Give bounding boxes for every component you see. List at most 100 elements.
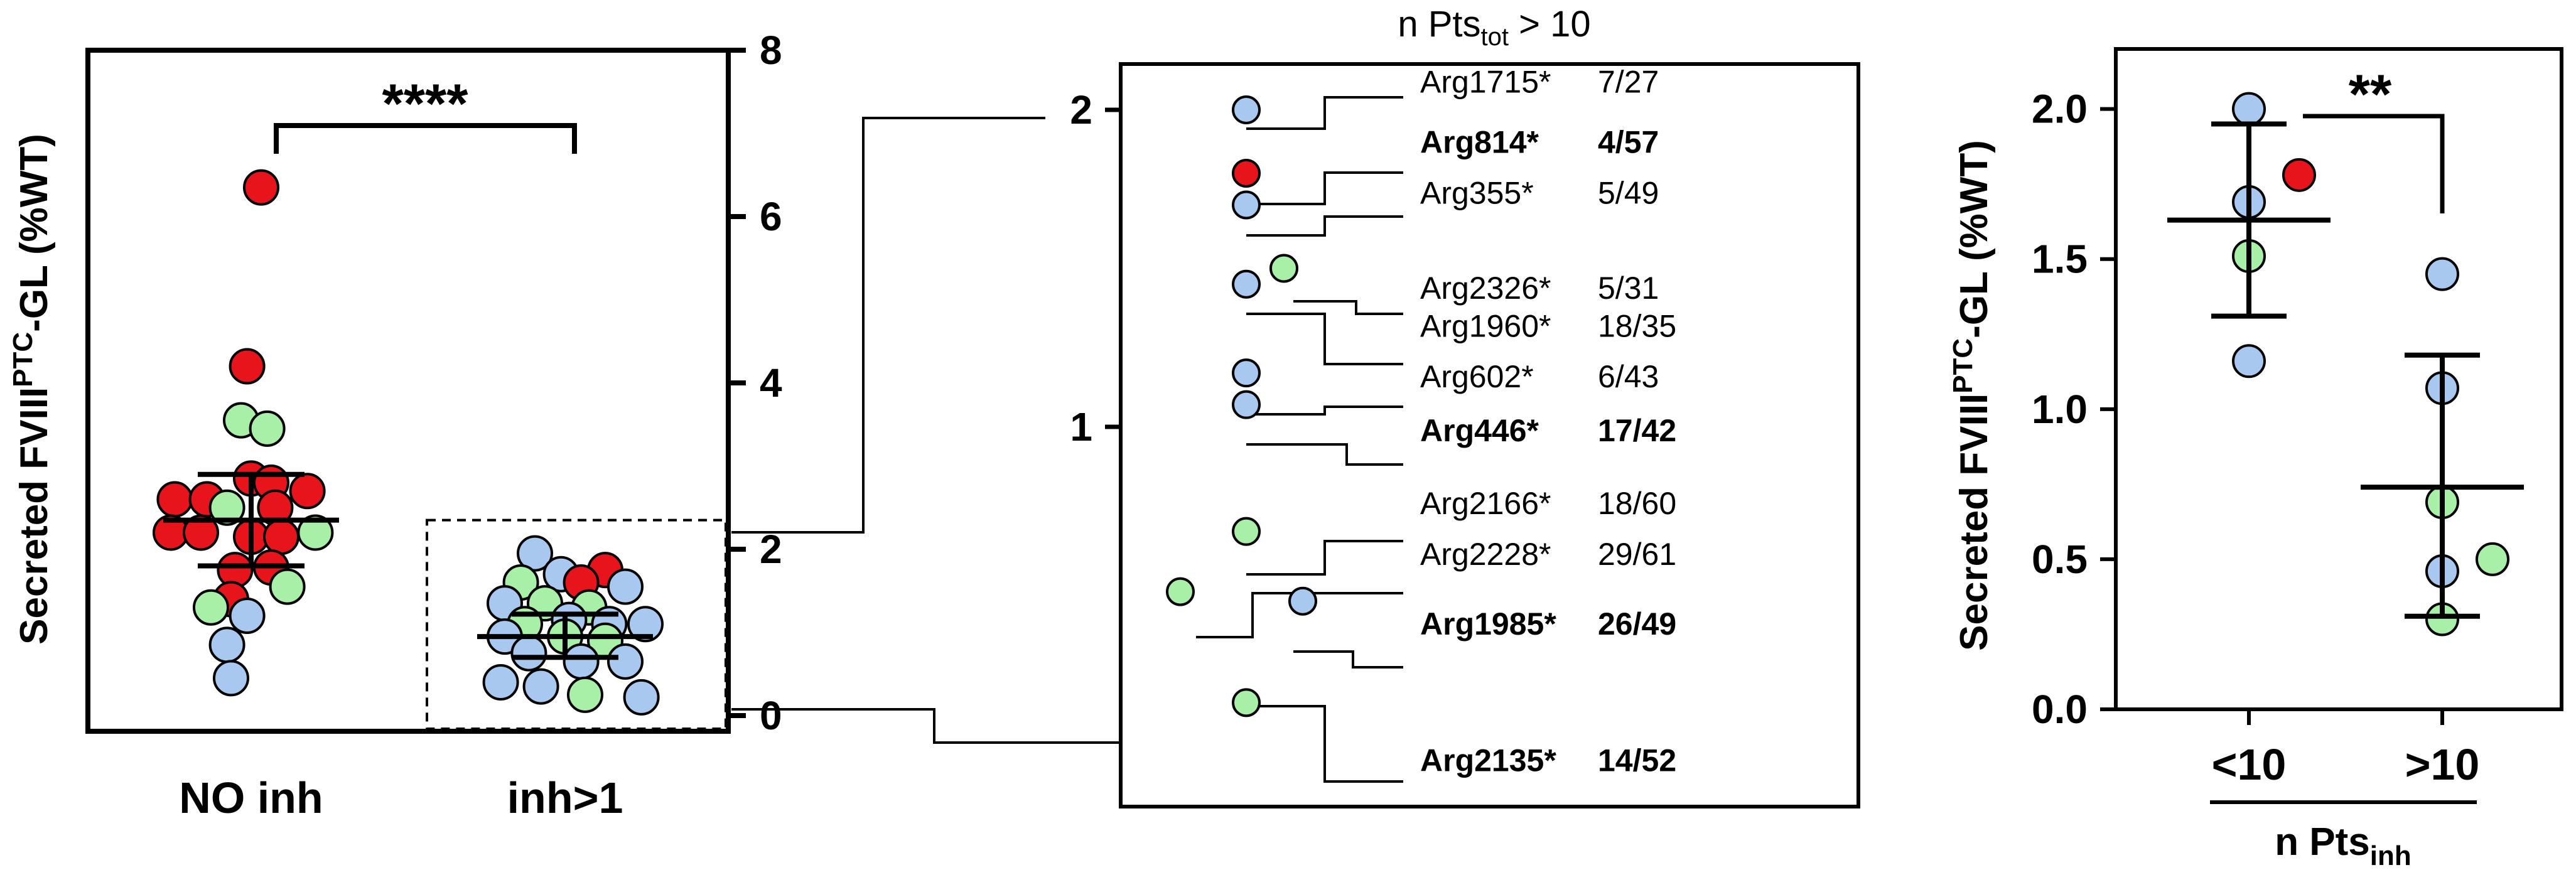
data-point [269, 568, 306, 605]
dendrogram-branches [1196, 96, 1403, 783]
dendrogram-leaves: Arg1715*7/27Arg814*4/57Arg355*5/49Arg232… [1166, 65, 1676, 778]
data-point [522, 668, 559, 705]
leaf-ratio-label: 6/43 [1598, 359, 1659, 394]
data-point [297, 514, 334, 551]
leaf-dot [1232, 358, 1261, 388]
leaf-ratio-label: 4/57 [1598, 125, 1659, 160]
right-category-labels: <10 >10 [2212, 709, 2480, 789]
y-tick-label: 4 [760, 360, 782, 405]
y-tick-label: 0.0 [2032, 687, 2088, 732]
right-scatter-panel: Secreted FVIIIPTC-GL (%WT) 0.00.51.01.52… [1948, 47, 2563, 870]
data-point [183, 514, 219, 551]
right-significance-stars: ** [2349, 63, 2392, 125]
left-category-labels: NO inh inh>1 [179, 773, 623, 822]
right-significance-bracket [2303, 114, 2445, 213]
data-point [567, 676, 603, 713]
mean-sd-bar [2167, 121, 2331, 319]
leaf-dot [1232, 269, 1261, 299]
y-tick-label: 6 [760, 194, 782, 239]
left-mean-sd-bars [163, 471, 653, 660]
leaf-ratio-label: 5/31 [1598, 271, 1659, 306]
right-y-ticks: 0.00.51.01.52.0 [2032, 87, 2116, 732]
left-significance-stars: **** [382, 72, 469, 134]
right-mean-sd-bars [2167, 121, 2524, 619]
leaf-dot [1232, 390, 1261, 419]
middle-y-ticks: 12 [1070, 87, 1121, 449]
x-category-label: >10 [2405, 740, 2480, 789]
left-y-axis-label: Secreted FVIIIPTC-GL (%WT) [8, 134, 56, 645]
y-tick-label: 1 [1070, 404, 1092, 449]
right-data-points [2232, 92, 2509, 636]
middle-dendrogram-panel: n Ptstot > 10 12 Arg1715*7/27Arg814*4/57… [1070, 4, 1860, 808]
data-point [249, 410, 286, 447]
data-point [229, 348, 266, 385]
data-point [623, 679, 660, 716]
leaf-mutation-label: Arg602* [1420, 359, 1534, 394]
data-point [229, 598, 266, 634]
data-point [517, 535, 553, 572]
mean-sd-bar [477, 611, 653, 660]
data-point [2232, 92, 2266, 126]
x-category-label: NO inh [179, 773, 323, 822]
left-significance-bracket [274, 123, 577, 154]
data-point [627, 606, 664, 643]
leaf-mutation-label: Arg814* [1420, 125, 1539, 160]
leaf-dot [1269, 254, 1298, 283]
y-tick-label: 8 [760, 28, 782, 73]
left-data-points [153, 169, 664, 716]
leaf-ratio-label: 5/49 [1598, 175, 1659, 210]
middle-panel-title: n Ptstot > 10 [1398, 4, 1590, 51]
leaf-ratio-label: 7/27 [1598, 65, 1659, 100]
middle-plot-frame [1119, 62, 1860, 808]
leaf-ratio-label: 14/52 [1598, 743, 1676, 778]
data-point [563, 643, 600, 680]
leaf-mutation-label: Arg2166* [1420, 486, 1551, 521]
right-plot-frame [2114, 47, 2563, 711]
dashed-zoom-box [426, 518, 727, 730]
data-point [156, 481, 193, 518]
data-point [208, 626, 245, 663]
data-point [208, 489, 245, 526]
leaf-mutation-label: Arg2135* [1420, 743, 1556, 778]
leaf-dot [1232, 688, 1261, 717]
leaf-ratio-label: 18/35 [1598, 308, 1676, 343]
y-tick-label: 0 [760, 693, 782, 738]
x-category-label: <10 [2212, 740, 2287, 789]
data-point [510, 635, 547, 672]
data-point [2282, 158, 2316, 192]
data-point [2425, 257, 2459, 291]
data-point [482, 664, 519, 701]
data-point [213, 660, 249, 697]
x-category-label: inh>1 [507, 773, 623, 822]
data-point [607, 568, 644, 605]
data-point [193, 589, 229, 626]
leaf-mutation-label: Arg355* [1420, 175, 1534, 210]
leaf-dot [1232, 190, 1261, 220]
data-point [243, 169, 279, 206]
left-plot-frame [85, 48, 731, 734]
leaf-dot [1232, 95, 1261, 124]
mean-sd-bar [2361, 352, 2524, 619]
leaf-mutation-label: Arg2228* [1420, 537, 1551, 572]
leaf-mutation-label: Arg2326* [1420, 271, 1551, 306]
zoom-connector-bottom [731, 708, 1119, 744]
data-point [2476, 542, 2509, 576]
leaf-mutation-label: Arg446* [1420, 413, 1539, 448]
leaf-dot [1232, 517, 1261, 546]
leaf-ratio-label: 18/60 [1598, 486, 1676, 521]
data-point [2232, 344, 2266, 379]
leaf-ratio-label: 29/61 [1598, 537, 1676, 572]
y-tick-label: 2 [1070, 87, 1092, 132]
y-tick-label: 1.0 [2032, 387, 2088, 432]
y-tick-label: 2.0 [2032, 87, 2088, 132]
y-tick-label: 0.5 [2032, 537, 2088, 582]
leaf-dot [1232, 159, 1261, 188]
leaf-ratio-label: 26/49 [1598, 606, 1676, 642]
leaf-dot [1166, 577, 1195, 606]
data-point [289, 473, 326, 510]
right-x-axis-label: n Ptsinh [2275, 820, 2412, 867]
leaf-mutation-label: Arg1985* [1420, 606, 1556, 642]
